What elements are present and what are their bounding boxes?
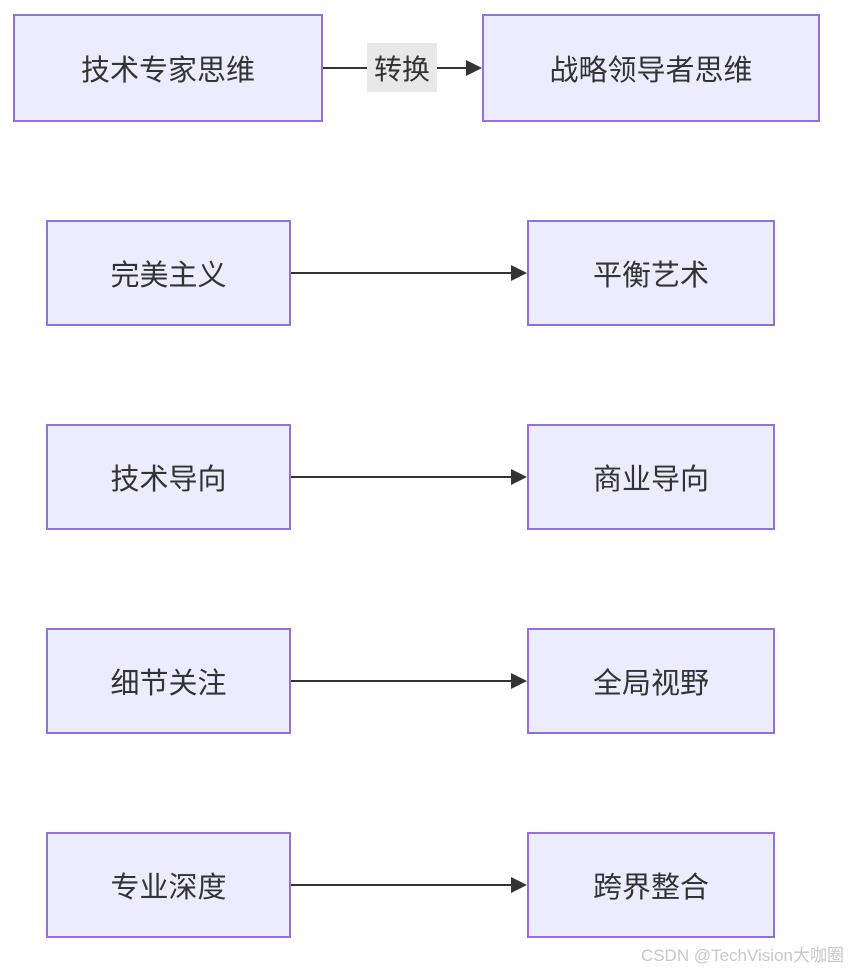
flow-node-balance-art: 平衡艺术: [527, 220, 775, 326]
arrow-connector: [291, 469, 527, 485]
arrow-connector: [291, 673, 527, 689]
arrow-connector: [291, 265, 527, 281]
flow-row: 细节关注 全局视野: [0, 628, 852, 734]
flow-row: 技术导向 商业导向: [0, 424, 852, 530]
arrow-connector: [291, 877, 527, 893]
flow-node-crossover-integration: 跨界整合: [527, 832, 775, 938]
flow-node-strategic-leader-mindset: 战略领导者思维: [482, 14, 820, 122]
flow-node-technical-expert-mindset: 技术专家思维: [13, 14, 323, 122]
flow-node-business-oriented: 商业导向: [527, 424, 775, 530]
edge-label: 转换: [367, 43, 437, 92]
flow-row: 技术专家思维 转换 战略领导者思维: [0, 14, 852, 122]
csdn-watermark: CSDN @TechVision大咖圈: [640, 946, 844, 965]
flow-node-perfectionism: 完美主义: [46, 220, 291, 326]
flow-node-technology-oriented: 技术导向: [46, 424, 291, 530]
flow-node-professional-depth: 专业深度: [46, 832, 291, 938]
flow-row: 专业深度 跨界整合: [0, 832, 852, 938]
flow-node-global-vision: 全局视野: [527, 628, 775, 734]
flow-node-detail-focus: 细节关注: [46, 628, 291, 734]
flow-row: 完美主义 平衡艺术: [0, 220, 852, 326]
